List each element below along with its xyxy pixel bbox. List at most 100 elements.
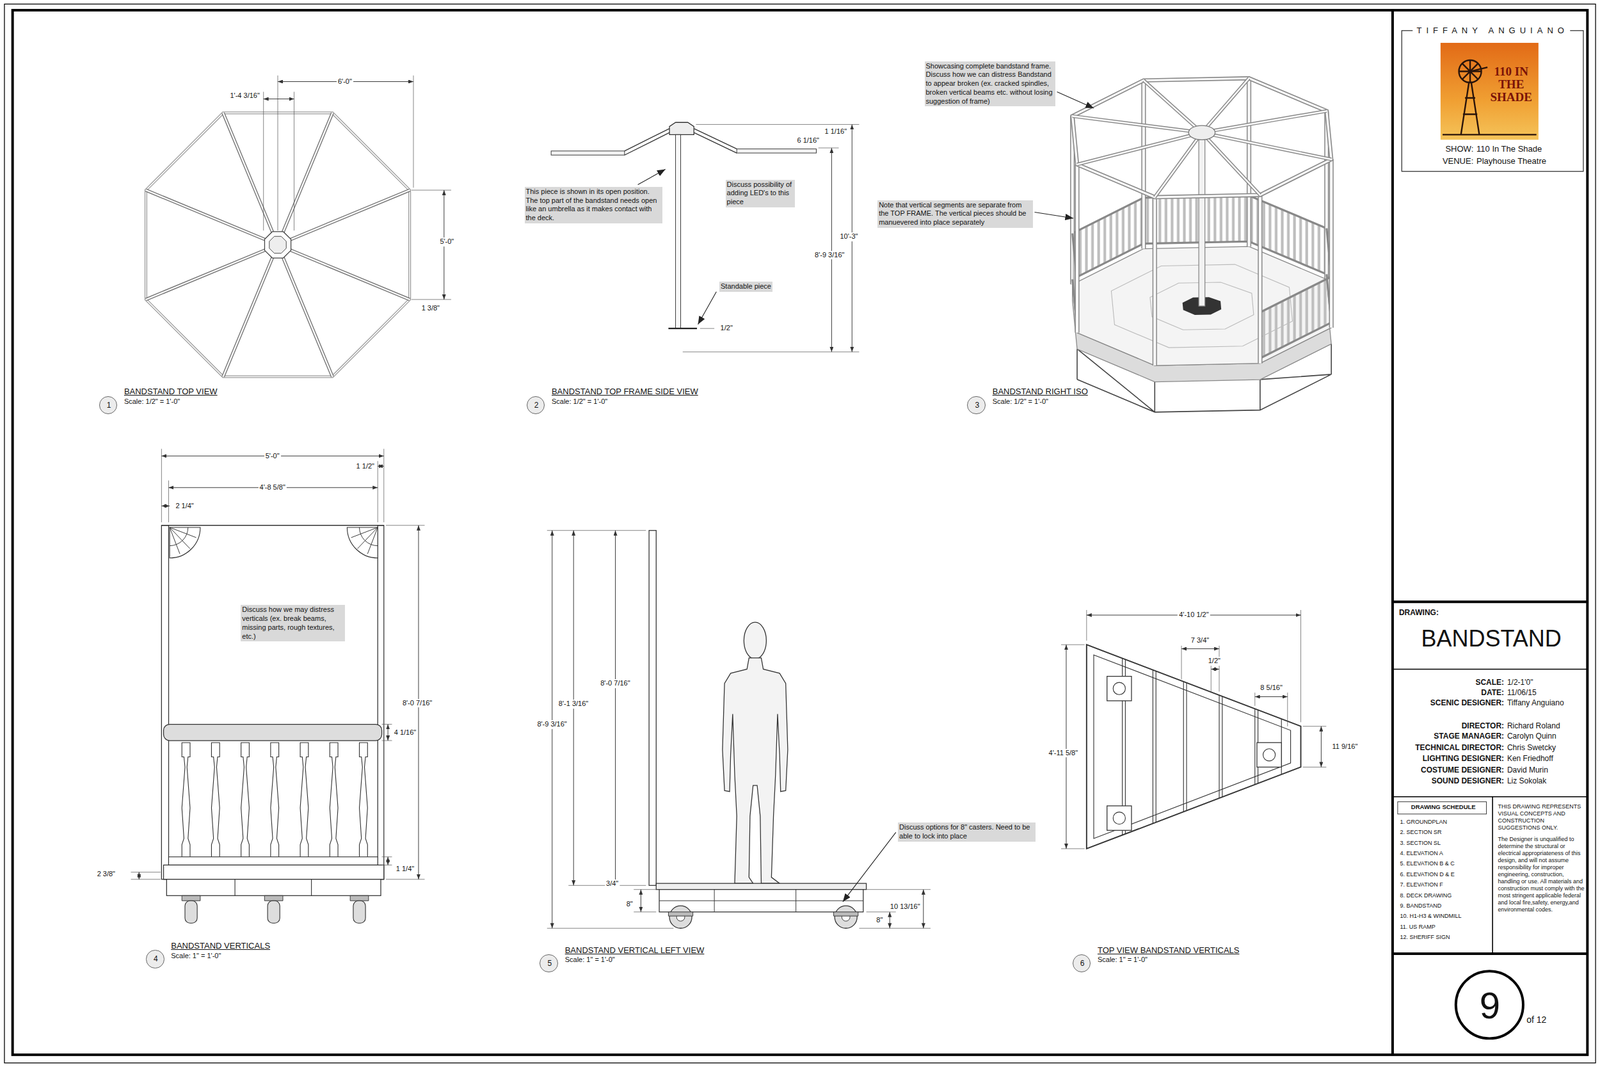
dimension-label: 2 1/4" xyxy=(174,501,195,511)
credit-value: Chris Swetcky xyxy=(1507,743,1587,752)
callout-circle: 3BANDSTAND RIGHT ISOScale: 1/2" = 1'-0" xyxy=(967,396,986,415)
dimension-line xyxy=(263,98,295,100)
verticals-left-view xyxy=(547,530,931,929)
field-label: DRAWING: xyxy=(1399,608,1501,617)
extension-lines xyxy=(682,124,860,352)
show-logo xyxy=(1440,42,1539,140)
drawing-title-box: DRAWING: BANDSTAND xyxy=(1395,604,1588,669)
dimension-label: 5'-0" xyxy=(438,237,456,247)
center-pole xyxy=(1198,134,1206,306)
sheet-number-box: 9of 12 xyxy=(1395,956,1588,1051)
top-ring-face xyxy=(1072,78,1332,198)
dimension-line xyxy=(138,872,140,880)
verticals-front-view xyxy=(131,448,425,923)
credit-label: TECHNICAL DIRECTOR: xyxy=(1395,743,1505,752)
schedule-item: 5. ELEVATION B & C xyxy=(1399,860,1490,868)
caster-brackets xyxy=(181,895,369,901)
spindle xyxy=(241,742,250,862)
callout-circle: 4BANDSTAND VERTICALSScale: 1" = 1'-0" xyxy=(145,949,165,969)
caster-plate xyxy=(1107,805,1132,831)
top-spokes xyxy=(1072,78,1332,198)
dimension-label: 8" xyxy=(625,899,635,909)
credit-value: 11/06/15 xyxy=(1507,688,1587,697)
outer-border xyxy=(4,3,1596,1063)
frame-bar xyxy=(551,151,625,155)
frame-arm xyxy=(624,132,670,155)
frame-hub xyxy=(669,122,694,135)
platform-outline xyxy=(1086,644,1302,849)
extension-lines xyxy=(263,75,452,300)
show-logo-box: 110 IN THE SHADE xyxy=(1440,42,1539,140)
hub xyxy=(264,231,291,258)
callout-number: 5 xyxy=(540,954,559,974)
post xyxy=(377,525,384,880)
spindle xyxy=(359,742,368,862)
leader-arrow xyxy=(842,832,896,902)
designer-name: TIFFANY ANGUIANO xyxy=(1412,25,1570,36)
disclaimer-text: THIS DRAWING REPRESENTS VISUAL CONCEPTS … xyxy=(1498,803,1586,832)
windmill-wheel xyxy=(1459,60,1482,83)
view-title: BANDSTAND VERTICALS xyxy=(170,940,271,952)
dimension-label: 1 3/8" xyxy=(420,304,441,313)
view-title: BANDSTAND TOP VIEW xyxy=(124,386,218,397)
spindle xyxy=(329,742,338,862)
extension-lines xyxy=(131,448,425,880)
schedule-item: 8. DECK DRAWING xyxy=(1399,892,1490,900)
dimension-label: 8'-0 7/16" xyxy=(599,679,632,688)
frame-arm xyxy=(624,128,670,152)
field-label: VENUE: xyxy=(1395,156,1474,167)
credit-value: Liz Sokolak xyxy=(1507,776,1587,786)
framing-members xyxy=(1122,657,1282,835)
schedule-item: 7. ELEVATION F xyxy=(1399,881,1490,889)
dimension-label: 8'-0 7/16" xyxy=(401,698,434,708)
view-title: BANDSTAND VERTICAL LEFT VIEW xyxy=(565,945,705,956)
base-frame xyxy=(659,889,864,912)
view-scale: Scale: 1" = 1'-0" xyxy=(170,951,221,960)
dimension-line xyxy=(1320,726,1322,768)
top-frame-side-view xyxy=(551,122,859,352)
corner-bracket xyxy=(169,527,201,559)
caster-wheel xyxy=(669,905,692,928)
dimension-label: 5'-0" xyxy=(264,451,281,461)
credit-value: David Murin xyxy=(1507,765,1587,775)
windmill-icon xyxy=(1442,60,1537,135)
schedule-item: 2. SECTION SR xyxy=(1399,828,1490,836)
top-hub xyxy=(1188,125,1215,140)
title-header: TIFFANY ANGUIANOSHOW:110 In The ShadeVEN… xyxy=(1395,14,1588,602)
top-spokes-face xyxy=(1072,78,1332,198)
credit-label: DATE: xyxy=(1395,688,1505,697)
leader-arrow xyxy=(1034,211,1074,219)
dimension-line xyxy=(615,530,616,886)
callout-number: 6 xyxy=(1073,954,1092,974)
extension-lines xyxy=(547,530,931,929)
dimension-label: 4'-11 5/8" xyxy=(1047,748,1080,758)
callout-number: 1 xyxy=(99,396,119,416)
dimension-label: 8'-9 3/16" xyxy=(813,250,846,260)
disclaimer-text: The Designer is unqualified to determine… xyxy=(1498,835,1586,914)
bottom-rail xyxy=(168,856,379,866)
schedule-item: 4. ELEVATION A xyxy=(1399,849,1490,857)
dimension-label: 3/4" xyxy=(604,879,620,889)
pole-foot xyxy=(668,327,697,329)
caster-plate xyxy=(1256,742,1282,767)
credit-label: STAGE MANAGER: xyxy=(1395,731,1505,741)
dimension-line xyxy=(161,505,170,507)
windmill-blades xyxy=(1459,60,1482,83)
dimension-label: 4'-8 5/8" xyxy=(258,483,287,493)
spindle xyxy=(211,742,220,862)
credit-label: DIRECTOR: xyxy=(1395,721,1505,731)
frame-arm xyxy=(693,132,737,153)
design-note: Note that vertical segments are separate… xyxy=(877,200,1033,228)
dimension-label: 10'-3" xyxy=(839,232,860,242)
schedule-item: 1. GROUNDPLAN xyxy=(1399,818,1490,826)
spindle xyxy=(300,742,309,862)
drawing-title: BANDSTAND xyxy=(1395,624,1588,653)
title-block-lines xyxy=(1392,10,1588,1055)
disclaimer-box: THIS DRAWING REPRESENTS VISUAL CONCEPTS … xyxy=(1495,798,1588,954)
dimension-line xyxy=(1181,648,1220,649)
dimension-line xyxy=(1065,644,1067,849)
caster-wheel xyxy=(184,900,198,923)
spindle xyxy=(181,742,191,862)
